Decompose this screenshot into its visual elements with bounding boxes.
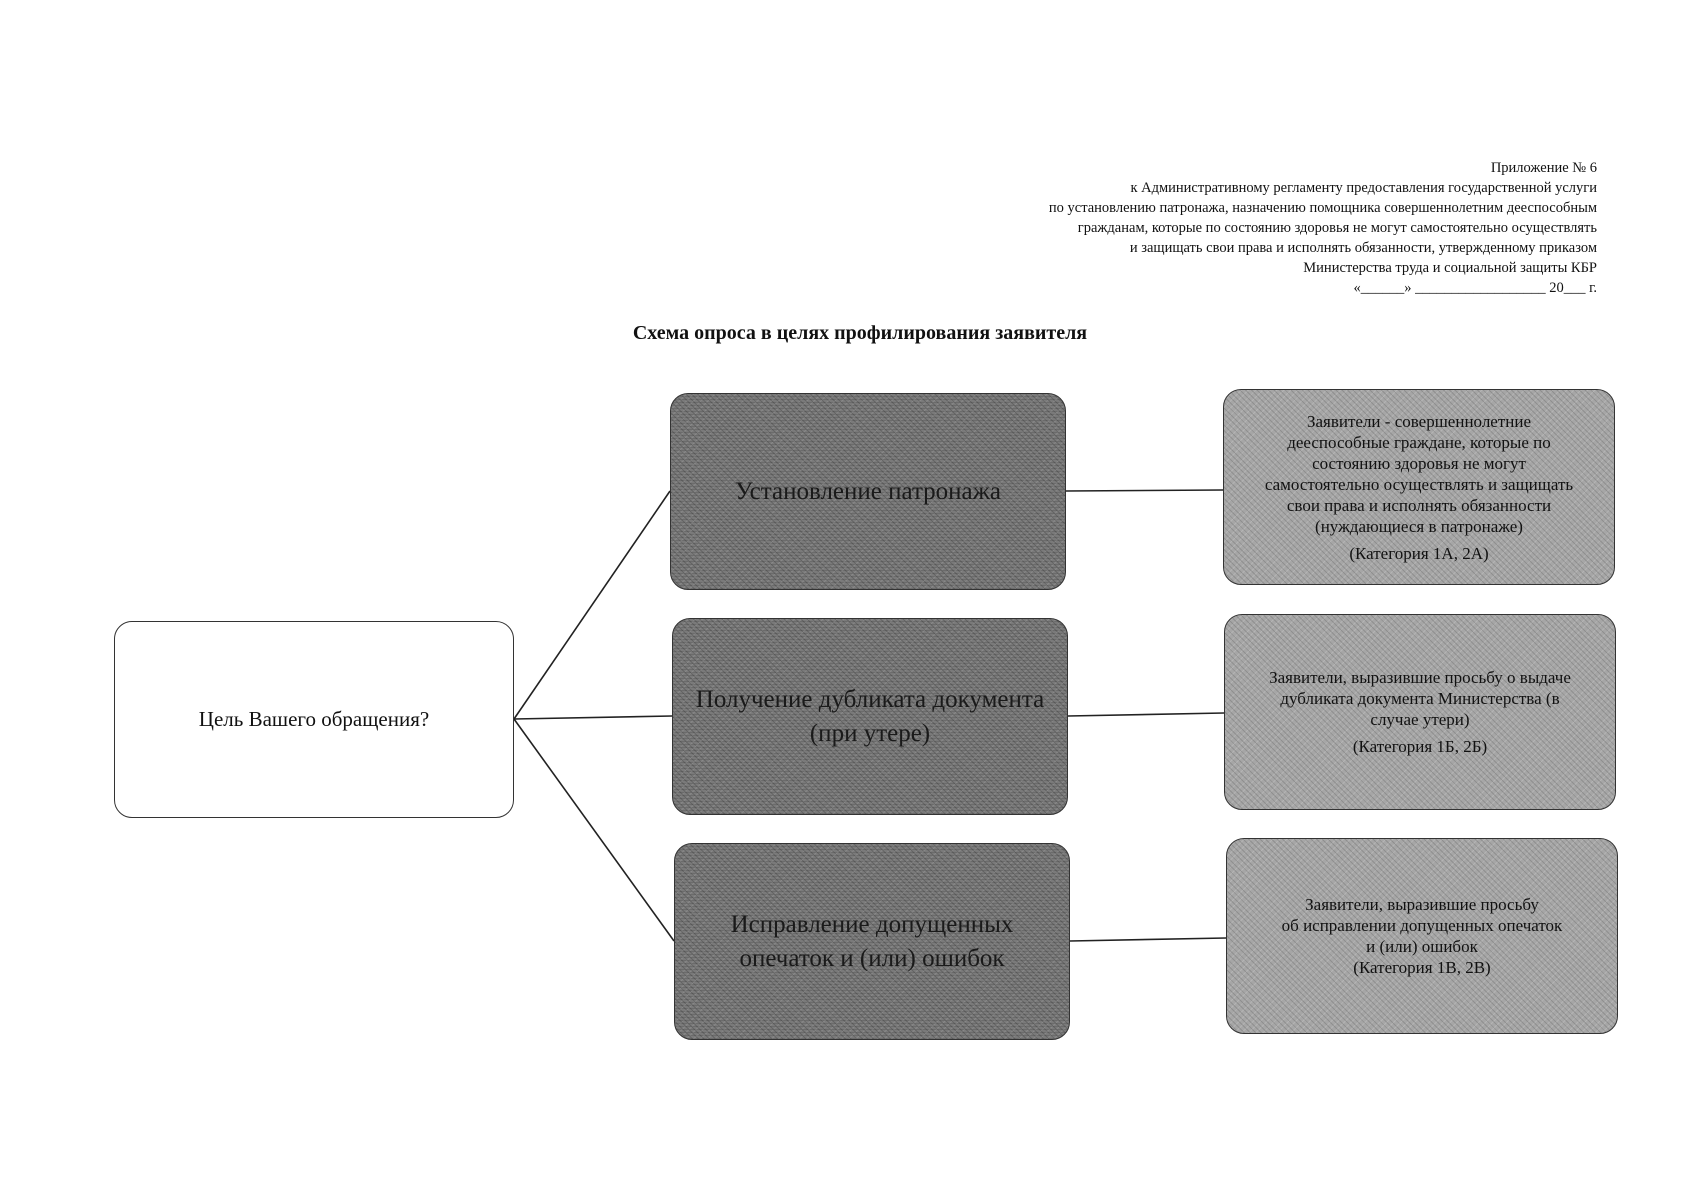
category-description: Заявители, выразившие просьбу об исправл… (1281, 895, 1563, 956)
root-question-label: Цель Вашего обращения? (198, 707, 430, 731)
option-box-correction: Исправление допущенных опечаток и (или) … (674, 843, 1070, 1040)
option-box-duplicate: Получение дубликата документа (при утере… (672, 618, 1068, 815)
appendix-line: к Административному регламенту предостав… (1130, 180, 1597, 196)
document-title: Схема опроса в целях профилирования заяв… (632, 322, 1088, 344)
category-code: (Категория 1В, 2В) (1353, 958, 1491, 977)
category-box-correction: Заявители, выразившие просьбу об исправл… (1226, 838, 1618, 1034)
category-description: Заявители - совершеннолетние дееспособны… (1264, 411, 1574, 536)
connector-root-option-3 (513, 718, 675, 942)
option-label: Исправление допущенных опечаток и (или) … (730, 910, 1014, 972)
connector-option-3-category (1069, 937, 1227, 942)
category-description: Заявители, выразившие просьбу о выдаче д… (1269, 668, 1571, 729)
category-code: (Категория 1Б, 2Б) (1352, 737, 1488, 756)
appendix-line: гражданам, которые по состоянию здоровья… (1077, 220, 1597, 236)
connector-root-option-1 (513, 490, 671, 720)
category-code: (Категория 1А, 2А) (1349, 543, 1489, 563)
connector-option-1-category (1065, 489, 1224, 492)
appendix-line: Приложение № 6 (1490, 160, 1597, 176)
appendix-line: Министерства труда и социальной защиты К… (1303, 260, 1597, 276)
option-box-patronage: Установление патронажа (670, 393, 1066, 590)
connector-root-option-2 (513, 715, 673, 720)
category-box-patronage: Заявители - совершеннолетние дееспособны… (1223, 389, 1615, 585)
connector-option-2-category (1067, 712, 1225, 717)
appendix-date-line: «______» __________________ 20___ г. (1353, 280, 1597, 296)
appendix-line: и защищать свои права и исполнять обязан… (1129, 240, 1597, 256)
option-label: Получение дубликата документа (при утере… (695, 685, 1045, 747)
option-label: Установление патронажа (734, 477, 1002, 505)
root-question-box: Цель Вашего обращения? (114, 621, 514, 818)
appendix-header: Приложение № 6 к Административному регла… (877, 158, 1597, 298)
appendix-line: по установлению патронажа, назначению по… (1048, 200, 1597, 216)
category-box-duplicate: Заявители, выразившие просьбу о выдаче д… (1224, 614, 1616, 810)
